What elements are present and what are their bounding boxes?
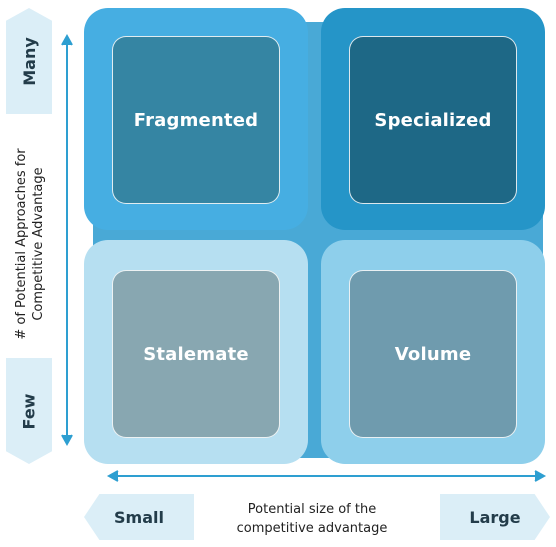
x-axis-large-tag: Large — [440, 494, 550, 540]
y-axis-many-label: Many — [19, 36, 39, 86]
y-axis-arrow — [61, 33, 73, 447]
x-axis-arrow — [106, 470, 547, 482]
quadrant-fragmented-box: Fragmented — [112, 36, 280, 204]
quadrant-stalemate-box: Stalemate — [112, 270, 280, 438]
quadrant-fragmented-label: Fragmented — [133, 109, 259, 131]
quadrant-volume-box: Volume — [349, 270, 517, 438]
quadrant-fragmented: Fragmented — [84, 8, 308, 230]
y-axis-title: # of Potential Approaches for Competitiv… — [13, 119, 47, 369]
quadrant-specialized: Specialized — [321, 8, 545, 230]
x-axis-large-label: Large — [469, 507, 521, 527]
x-axis-small-label: Small — [114, 507, 164, 527]
x-axis-title-line1: Potential size of the — [247, 502, 377, 517]
x-axis-title-line2: competitive advantage — [236, 521, 388, 536]
quadrant-specialized-label: Specialized — [374, 109, 492, 131]
quadrant-stalemate: Stalemate — [84, 240, 308, 464]
x-axis-small-tag: Small — [84, 494, 194, 540]
quadrant-volume-label: Volume — [394, 343, 472, 365]
x-axis-title: Potential size of the competitive advant… — [222, 500, 402, 538]
quadrant-specialized-box: Specialized — [349, 36, 517, 204]
y-axis-title-line2: Competitive Advantage — [31, 167, 46, 321]
quadrant-stalemate-label: Stalemate — [143, 343, 249, 365]
y-axis-title-line1: # of Potential Approaches for — [14, 148, 29, 340]
y-axis-many-tag: Many — [6, 8, 52, 114]
y-axis-few-label: Few — [19, 393, 39, 429]
y-axis-few-tag: Few — [6, 358, 52, 464]
quadrant-volume: Volume — [321, 240, 545, 464]
